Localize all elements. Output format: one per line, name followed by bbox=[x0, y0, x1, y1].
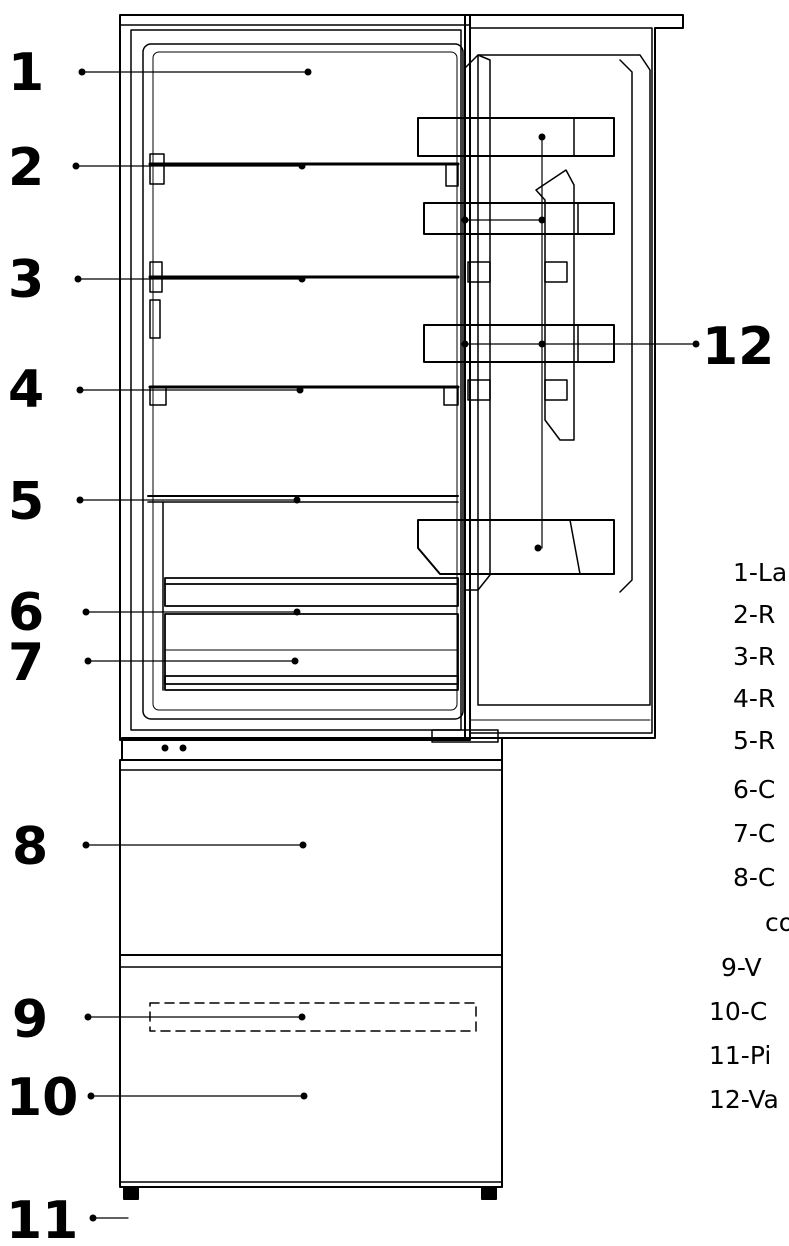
legend-item-11: 11-Pi bbox=[709, 1041, 771, 1070]
leader-dots bbox=[72, 68, 700, 1222]
callout-numbers: 1 2 3 4 5 6 7 8 9 10 11 12 bbox=[6, 43, 774, 1246]
callout-3: 3 bbox=[8, 250, 44, 310]
legend-item-7: 7-C bbox=[733, 819, 775, 848]
freezer-cabinet bbox=[119, 729, 503, 1200]
crisper-drawers bbox=[164, 577, 459, 691]
callout-12: 12 bbox=[702, 317, 774, 377]
callout-7: 7 bbox=[8, 633, 44, 693]
callout-10: 10 bbox=[6, 1068, 78, 1128]
legend-item-8: 8-C bbox=[733, 863, 775, 892]
legend-item-4: 4-R bbox=[733, 684, 775, 713]
leader-lines bbox=[75, 71, 697, 1219]
legend: 1-La 2-R 3-R 4-R 5-R 6-C 7-C 8-C co 9-V … bbox=[709, 558, 789, 1114]
door-balconies bbox=[417, 117, 615, 575]
legend-item-5: 5-R bbox=[733, 726, 775, 755]
legend-item-8-continued: co bbox=[765, 908, 789, 937]
fridge-shelves bbox=[147, 153, 460, 691]
legend-item-9: 9-V bbox=[721, 953, 762, 982]
callout-11: 11 bbox=[6, 1191, 78, 1246]
callout-4: 4 bbox=[8, 360, 44, 420]
legend-item-2: 2-R bbox=[733, 600, 775, 629]
fridge-cabinet bbox=[119, 14, 471, 741]
legend-item-3: 3-R bbox=[733, 642, 775, 671]
legend-item-10: 10-C bbox=[709, 997, 767, 1026]
callout-6: 6 bbox=[8, 583, 44, 643]
callout-5: 5 bbox=[8, 472, 44, 532]
legend-item-1: 1-La bbox=[733, 558, 787, 587]
callout-8: 8 bbox=[12, 817, 48, 877]
legend-item-12: 12-Va bbox=[709, 1085, 779, 1114]
legend-item-6: 6-C bbox=[733, 775, 775, 804]
callout-9: 9 bbox=[12, 990, 48, 1050]
callout-2: 2 bbox=[8, 138, 44, 198]
callout-1: 1 bbox=[8, 43, 44, 103]
